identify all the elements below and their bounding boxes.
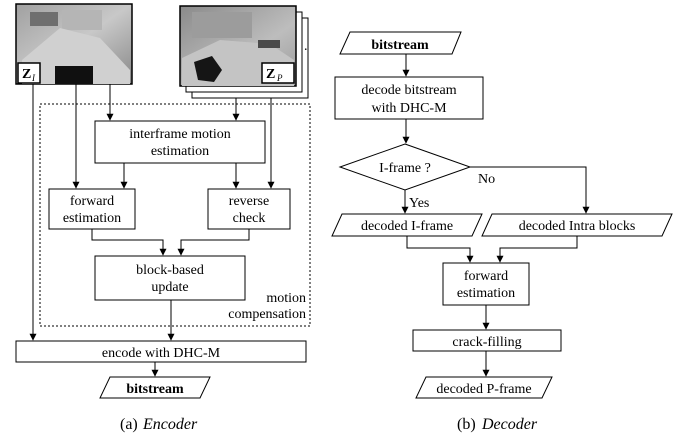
caption-a-prefix: (a) [120,416,138,433]
motion-estimation-line2: estimation [151,144,209,159]
decoded-iframe-label: decoded I-frame [361,219,453,234]
motion-compensation-line1: motion [266,291,306,306]
motion-estimation-line1: interframe motion [129,127,230,142]
encoder-arrows [29,84,275,377]
arrow-decision-no [470,166,590,214]
decoded-intra-shape: decoded Intra blocks [481,213,673,237]
crack-filling-label: crack-filling [452,335,521,350]
arrow-intra-to-forward [496,236,578,263]
decoded-pframe-shape: decoded P-frame [415,376,553,399]
encoder-bitstream-label: bitstream [126,382,184,397]
block-update-line2: update [151,280,188,295]
depth-image-intra-tag [17,62,41,84]
block-update-box: block-based update [94,255,246,301]
decode-box: decode bitstream with DHC-M [334,76,484,120]
yes-label: Yes [409,196,429,211]
reverse-check-line1: reverse [229,194,269,209]
encode-box: encode with DHC-M [15,340,307,363]
decoder-bitstream-shape: bitstream [339,31,462,55]
iframe-question-label: I-frame ? [379,161,431,176]
decode-line2: with DHC-M [371,101,447,116]
forward-estimation-line2: estimation [63,211,121,226]
label-z-i-sub: I [31,73,36,83]
decoded-intra-label: decoded Intra blocks [519,219,636,234]
forward-estimation-box: forward estimation [48,188,136,230]
decoder-forward-line1: forward [464,269,508,284]
motion-estimation-box: interframe motion estimation [94,120,266,164]
forward-estimation-line1: forward [70,194,114,209]
stack-ellipsis: . [304,39,308,54]
label-z-i-main: Z [22,67,31,82]
motion-compensation-line2: compensation [228,307,306,322]
reverse-check-box: reverse check [207,188,291,230]
decoder-forward-estimation-box: forward estimation [442,262,530,306]
no-label: No [478,172,495,187]
depth-image-stack-predicted: Z P . [179,5,309,99]
encode-label: encode with DHC-M [102,346,221,361]
reverse-check-line2: check [233,211,266,226]
decoder-bitstream-label: bitstream [371,38,429,53]
decoder-arrows [401,54,590,377]
depth-image-intra: Z I [15,3,133,85]
caption-a-title: Encoder [142,416,198,433]
caption-b-prefix: (b) [457,416,476,433]
decode-line1: decode bitstream [361,83,456,98]
depth-image-predicted-tag [261,62,295,84]
crack-filling-box: crack-filling [412,329,562,352]
iframe-decision: I-frame ? [338,143,472,191]
decoded-iframe-shape: decoded I-frame [331,213,483,237]
arrow-reverse-to-update [177,229,250,256]
label-z-p-main: Z [266,67,275,82]
decoded-pframe-label: decoded P-frame [436,382,531,397]
arrow-forward-to-update [91,229,167,256]
encoder-bitstream-shape: bitstream [99,376,211,399]
arrow-iframe-to-forward [406,236,474,263]
block-update-line1: block-based [136,263,204,278]
motion-compensation-region [39,103,311,327]
caption-b-title: Decoder [481,416,538,433]
decoder-forward-line2: estimation [457,286,515,301]
label-z-p-sub: P [276,73,283,83]
